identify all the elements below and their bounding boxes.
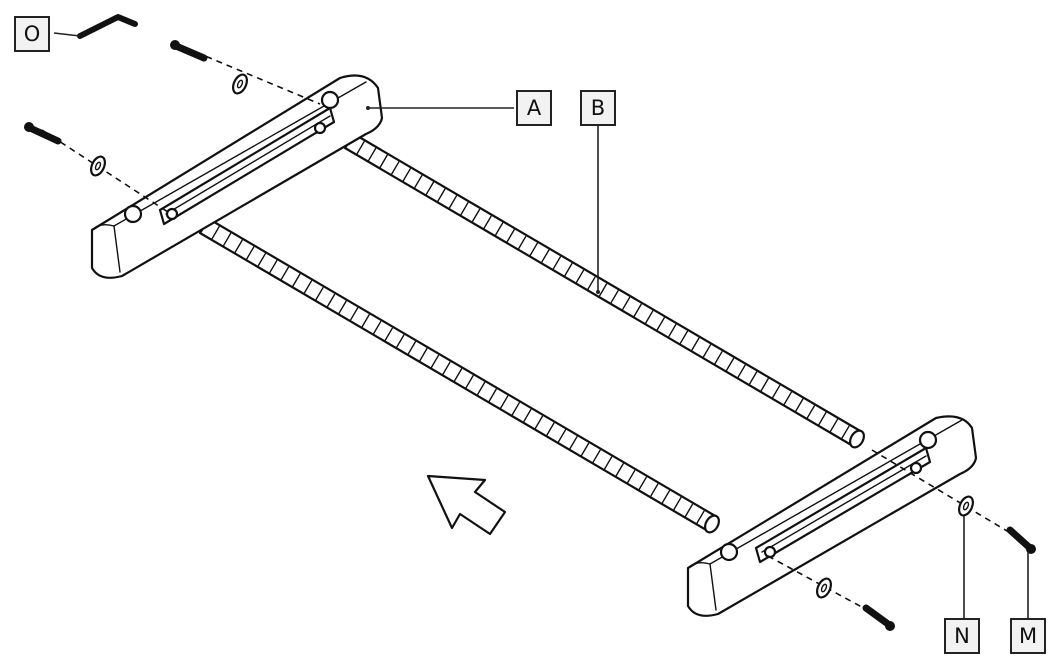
right-foot-bracket: [686, 415, 978, 617]
washer-icon: [958, 495, 974, 517]
tube-b-upper: [343, 132, 865, 449]
screw-icon: [24, 122, 62, 145]
washer-icon: [90, 155, 106, 177]
washer-icon: [816, 577, 832, 599]
leader-lines: [53, 32, 1029, 618]
callout-a: A: [516, 90, 552, 126]
callout-o: O: [14, 16, 50, 52]
screw-icon: [862, 604, 895, 631]
allen-key-icon: [77, 14, 138, 39]
screw-icon: [170, 40, 208, 62]
direction-arrow-icon: [426, 474, 507, 536]
screw-icon: [1006, 526, 1036, 554]
callout-n: N: [944, 618, 980, 654]
left-foot-bracket: [90, 74, 384, 279]
assembly-lines: [41, 47, 1023, 619]
callout-b: B: [580, 90, 616, 126]
callout-m: M: [1010, 618, 1046, 654]
washer-icon: [232, 73, 248, 95]
